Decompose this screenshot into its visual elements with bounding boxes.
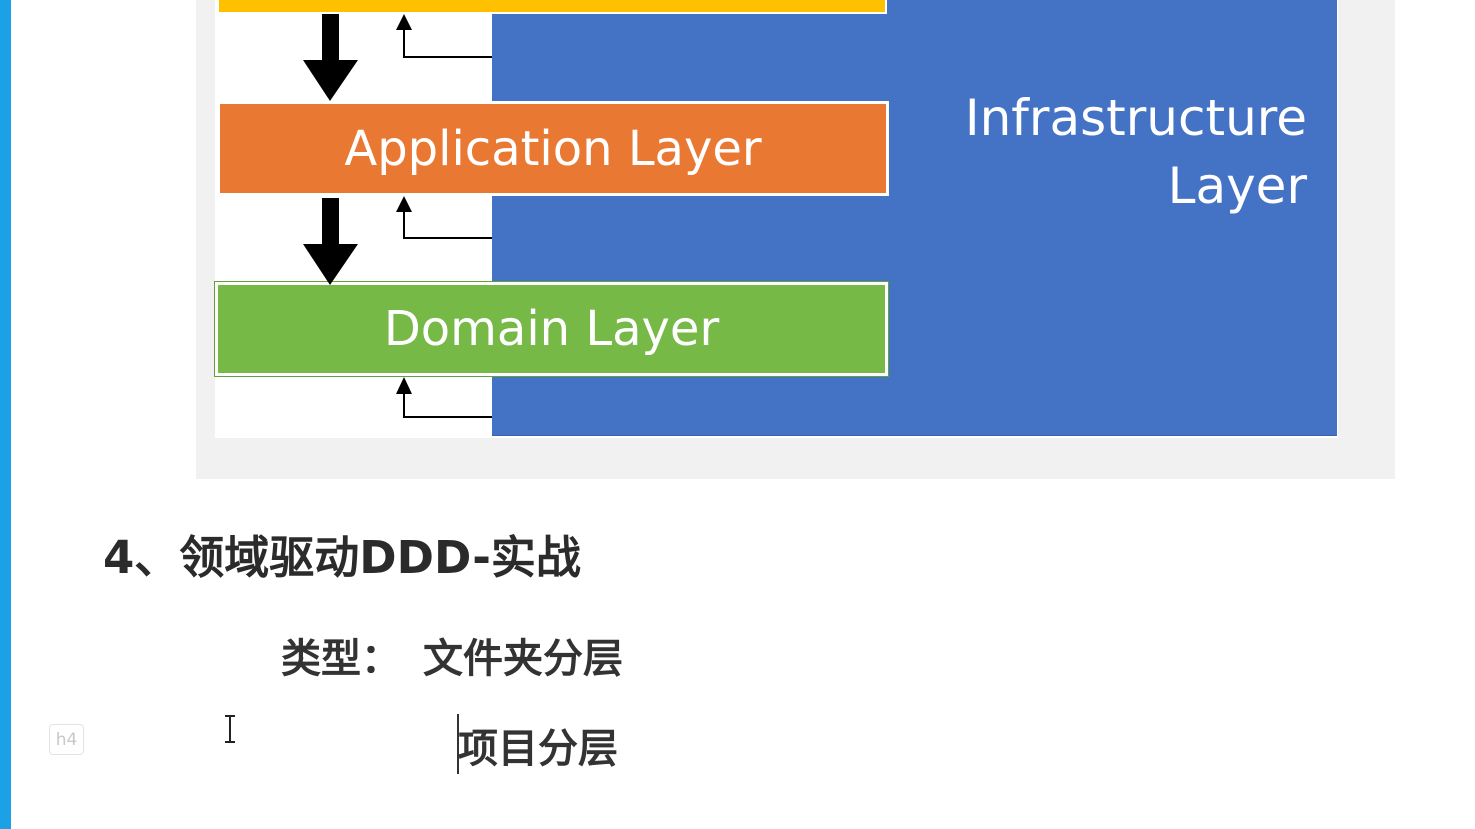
arrow-head-icon: [396, 14, 412, 30]
type-paragraph[interactable]: 类型： 文件夹分层: [281, 626, 623, 684]
down-arrow-icon: [303, 14, 358, 101]
editing-paragraph[interactable]: 项目分层: [458, 726, 618, 772]
application-layer-label: Application Layer: [344, 120, 762, 177]
domain-layer-label: Domain Layer: [383, 301, 720, 357]
dependency-arrows: [303, 14, 492, 418]
text-caret: [457, 714, 459, 774]
infrastructure-layer-block: Infrastructure Layer: [492, 0, 1337, 436]
infrastructure-layer-label-line-2: Layer: [1167, 157, 1307, 215]
window-edge-strip: [0, 0, 11, 829]
section-heading[interactable]: 4、领域驱动DDD-实战: [103, 531, 581, 584]
arrow-head-icon: [396, 196, 412, 212]
elbow-up-arrow-icon: [403, 208, 492, 239]
type-label: 类型：: [281, 636, 401, 682]
application-layer-block: Application Layer: [217, 101, 889, 196]
elbow-up-arrow-icon: [403, 390, 492, 418]
elbow-up-arrow-icon: [403, 26, 492, 58]
block-type-badge[interactable]: h4: [49, 724, 84, 755]
type-value: 文件夹分层: [423, 636, 623, 682]
presentation-layer-block: [217, 0, 887, 14]
down-arrow-icon: [303, 198, 358, 285]
arrow-head-icon: [396, 377, 412, 394]
text-cursor-ibeam-icon: [225, 715, 235, 743]
infrastructure-layer-label: Infrastructure Layer: [965, 84, 1307, 220]
domain-layer-block: Domain Layer: [215, 282, 888, 376]
infrastructure-layer-label-line-1: Infrastructure: [964, 89, 1307, 147]
